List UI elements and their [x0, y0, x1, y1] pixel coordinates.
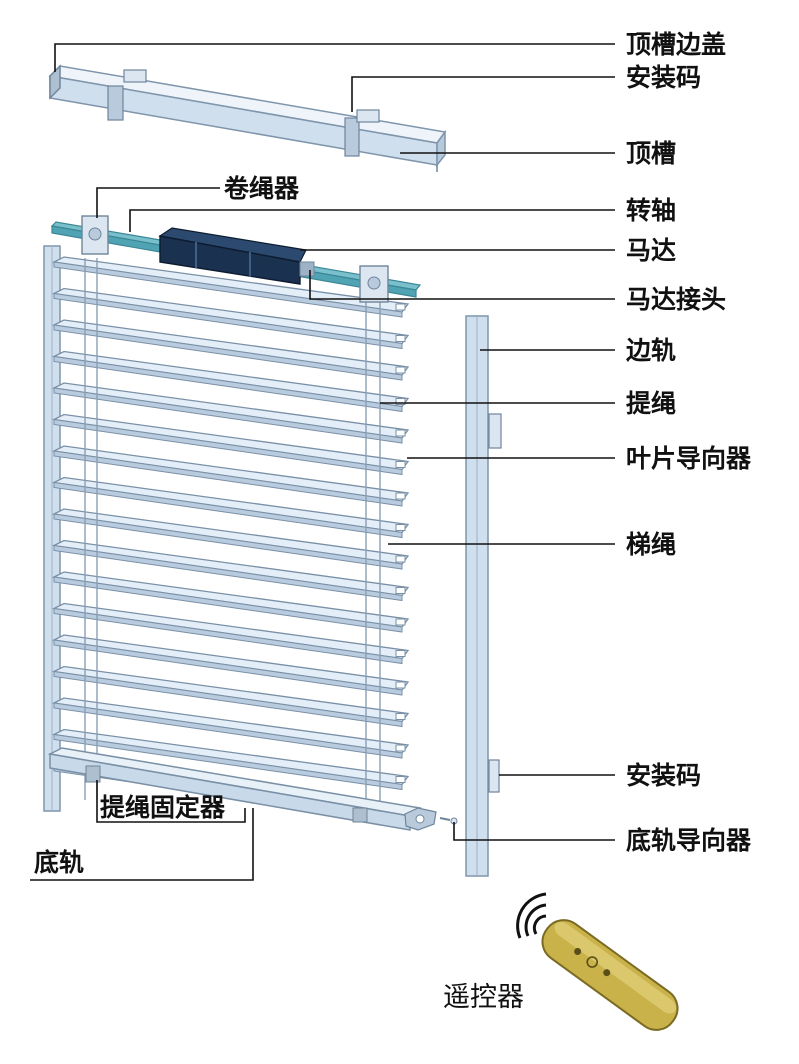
side-rail [465, 315, 502, 877]
label-motor: 马达 [626, 236, 676, 265]
side-rail-clip [488, 413, 502, 449]
slat-guide [395, 335, 406, 342]
top-end-cap [49, 64, 61, 100]
slat-guide [395, 744, 406, 752]
slat [51, 382, 410, 444]
slat-guide [395, 461, 406, 468]
label-slat-guide: 叶片导向器 [626, 444, 752, 473]
leader-lines [30, 43, 615, 881]
cord-fixer-right [352, 807, 368, 823]
bottom-rail-guide [404, 807, 458, 831]
slat-guide [395, 650, 406, 657]
mount-bracket-top-left [107, 69, 147, 121]
slat-guide [395, 398, 406, 405]
cord-fixer-left [85, 765, 101, 783]
slat [51, 476, 410, 539]
slat-guide [395, 587, 406, 594]
slat [51, 728, 410, 791]
slat-guide [395, 524, 406, 531]
slat [51, 602, 410, 665]
slat [51, 287, 410, 350]
slat [51, 508, 410, 570]
label-side-rail: 边轨 [626, 336, 676, 365]
label-shaft: 转轴 [626, 196, 676, 225]
label-bottom-rail: 底轨 [34, 848, 84, 877]
slat-guide [395, 366, 406, 374]
slat-guide [395, 555, 406, 563]
top-rail [48, 64, 447, 172]
slat-guide [395, 429, 406, 437]
slat-guide [395, 776, 406, 783]
label-top-rail: 顶槽 [626, 139, 676, 168]
slat-guide [395, 618, 406, 626]
label-mount-bracket-bottom: 安装码 [626, 761, 701, 790]
label-remote: 遥控器 [443, 982, 524, 1013]
label-mount-bracket-top: 安装码 [626, 63, 701, 92]
slat [51, 350, 410, 413]
slat [51, 319, 410, 381]
motor-coupler [299, 261, 315, 277]
slat [51, 634, 410, 696]
slat [51, 539, 410, 602]
slat-guide [395, 713, 406, 720]
slat [51, 665, 410, 728]
label-ladder-cord: 梯绳 [626, 530, 676, 559]
label-motor-coupler: 马达接头 [626, 285, 726, 314]
slat-guide [395, 681, 406, 689]
slat [51, 697, 410, 759]
label-lift-cord: 提绳 [626, 389, 676, 418]
slat [51, 571, 410, 633]
slat-guide [395, 492, 406, 500]
mount-bracket-bottom [488, 759, 500, 793]
bottom-rail [47, 747, 458, 831]
label-cord-roller: 卷绳器 [224, 174, 300, 203]
cord-roller-left [81, 215, 109, 255]
label-cord-fixer: 提绳固定器 [100, 793, 226, 822]
slats [51, 256, 410, 822]
ladder-cords [84, 258, 381, 810]
label-top-end-cap: 顶槽边盖 [626, 30, 726, 59]
mount-bracket-top-right [344, 109, 380, 157]
slat [51, 445, 410, 507]
remote-control-icon [541, 919, 679, 1031]
label-bottom-rail-guide: 底轨导向器 [626, 826, 752, 855]
slat-guide [395, 303, 406, 311]
labels: 顶槽边盖 安装码 顶槽 卷绳器 转轴 马达 马达接头 边轨 提绳 叶片导向器 梯… [34, 30, 752, 1013]
wireless-signal-icon [516, 892, 547, 939]
cord-roller-right [359, 265, 389, 303]
slat [51, 413, 410, 476]
